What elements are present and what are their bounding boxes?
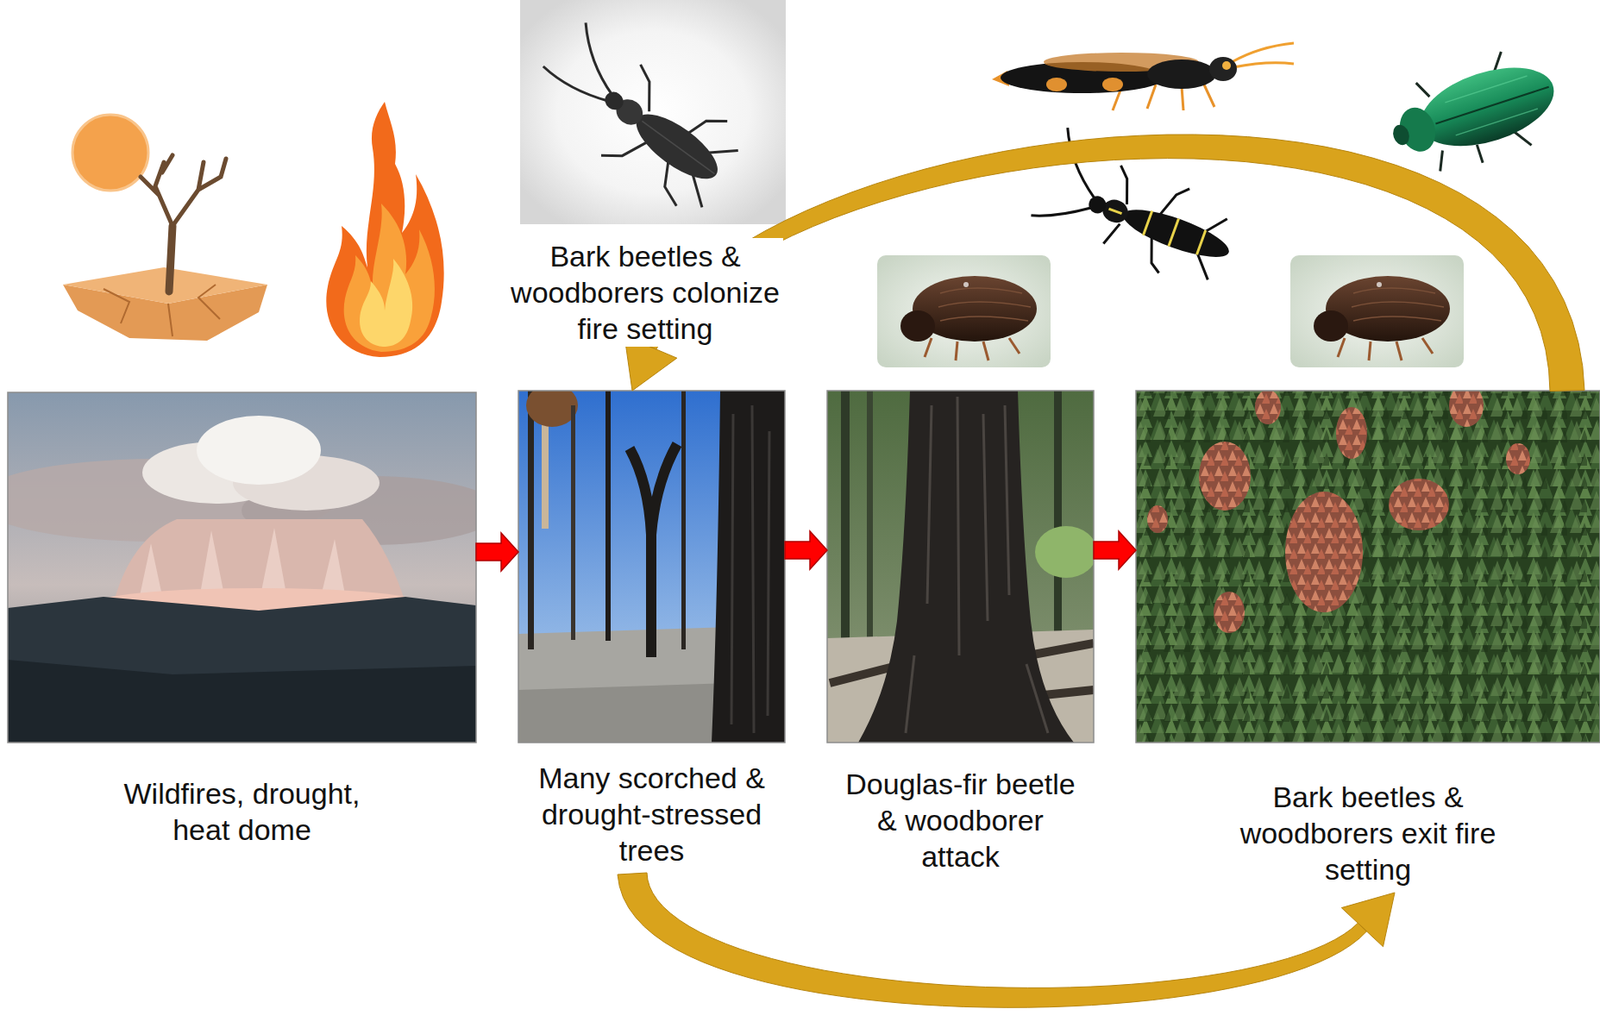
photo-panel: Wildfires, drought, heat dome — [7, 392, 477, 854]
beetle-attack-photo — [1035, 526, 1094, 578]
photo-space — [7, 392, 477, 776]
forest-aerial-photo — [1135, 390, 1600, 743]
bark-beetle-icon — [877, 255, 1464, 368]
flow-arrow — [784, 531, 828, 570]
woodwasp-icon — [1102, 77, 1124, 92]
banded-longhorn-icon — [1142, 209, 1207, 258]
photo-space — [827, 390, 1094, 766]
photo-frame — [7, 392, 477, 743]
forest-aerial-photo — [1505, 443, 1531, 475]
photo-space — [1135, 390, 1600, 779]
forest-aerial-photo — [1254, 390, 1281, 425]
photo-frame — [827, 390, 1094, 743]
longhorn-beetle-icon — [583, 60, 753, 222]
beetle-attack-photo — [905, 396, 1048, 734]
banded-longhorn-icon — [1118, 200, 1235, 266]
panel-caption: Many scorched & drought-stressed trees — [527, 759, 778, 874]
wildfire-photo — [7, 596, 477, 743]
bark-beetle-icon — [877, 255, 1051, 368]
jewel-beetle-icon — [1444, 75, 1538, 136]
forest-aerial-photo — [1213, 591, 1245, 634]
longhorn-beetle-icon — [542, 17, 639, 111]
burned-forest-photo — [518, 390, 785, 743]
drought-icon — [62, 114, 268, 341]
burned-forest-photo — [527, 390, 534, 650]
jewel-beetle-icon — [1379, 39, 1569, 187]
bark-beetle-icon — [900, 310, 935, 342]
burned-forest-photo — [629, 444, 678, 658]
forest-aerial-photo — [1135, 390, 1600, 743]
beetle-attack-photo — [866, 390, 873, 641]
cycle-arrow — [617, 872, 1395, 1008]
woodwasp-icon — [1222, 61, 1231, 70]
woodwasp-icon — [1046, 77, 1067, 92]
bark-beetle-icon — [938, 288, 1031, 321]
panel-caption: Wildfires, drought, heat dome — [112, 775, 372, 854]
drought-icon — [140, 155, 226, 226]
wildfire-photo — [7, 392, 477, 743]
panel-caption: Douglas-fir beetle & woodborer attack — [840, 765, 1082, 880]
photo-panel: Many scorched & drought-stressed trees — [518, 390, 785, 874]
longhorn-beetle-icon — [520, 0, 786, 225]
burned-forest-photo — [681, 390, 686, 650]
jewel-beetle-icon — [1390, 122, 1412, 147]
forest-aerial-photo — [1449, 390, 1484, 427]
forest-aerial-photo — [1147, 505, 1168, 534]
burned-forest-photo — [711, 390, 785, 743]
longhorn-beetle-icon — [520, 0, 786, 225]
burned-forest-photo — [526, 390, 578, 427]
fire-icon — [326, 101, 444, 358]
flow-arrow — [1093, 531, 1136, 570]
fire-icon — [359, 258, 413, 347]
jewel-beetle-icon — [1379, 39, 1569, 187]
photo-space — [518, 390, 785, 760]
woodwasp-icon — [1147, 59, 1217, 89]
longhorn-beetle-icon — [520, 14, 753, 221]
panel-caption: Bark beetles & woodborers exit fire sett… — [1234, 778, 1502, 893]
jewel-beetle-icon — [1411, 52, 1564, 162]
fire-icon — [344, 203, 435, 352]
woodwasp-icon — [991, 43, 1294, 111]
burned-forest-photo — [518, 390, 785, 743]
woodwasp-icon — [1209, 56, 1237, 82]
bark-beetle-icon — [1290, 255, 1464, 368]
beetle-attack-photo — [1054, 390, 1062, 641]
burned-forest-photo — [731, 405, 770, 734]
longhorn-beetle-icon — [641, 120, 715, 174]
longhorn-beetle-icon — [601, 87, 628, 113]
arrow-label: Bark beetles & woodborers colonize fire … — [507, 238, 784, 347]
bark-beetle-icon — [963, 282, 969, 288]
wildfire-photo — [196, 415, 321, 485]
burned-forest-photo — [570, 405, 576, 640]
drought-icon — [72, 114, 149, 191]
jewel-beetle-icon — [1435, 87, 1549, 125]
banded-longhorn-icon — [1091, 163, 1236, 290]
drought-icon — [103, 284, 220, 337]
woodwasp-icon — [1231, 43, 1294, 68]
forest-aerial-photo — [1388, 478, 1450, 531]
banded-longhorn-icon — [1108, 208, 1122, 214]
photo-panel: Douglas-fir beetle & woodborer attack — [827, 390, 1094, 880]
fire-icon — [326, 101, 444, 358]
forest-aerial-photo — [1285, 491, 1363, 613]
beetle-attack-photo — [840, 390, 850, 650]
banded-longhorn-icon — [1086, 194, 1110, 217]
drought-icon — [62, 267, 268, 304]
bark-beetle-icon — [877, 255, 1051, 368]
burned-forest-photo — [605, 390, 611, 641]
beetle-attack-photo — [858, 390, 1074, 743]
forest-aerial-photo — [1198, 441, 1251, 511]
beetle-attack-photo — [827, 390, 1094, 743]
flow-arrow — [476, 533, 519, 571]
drought-icon — [169, 225, 173, 292]
forest-aerial-photo — [1135, 390, 1600, 743]
photo-frame — [1135, 390, 1600, 743]
wildfire-photo — [7, 659, 477, 743]
wildfire-photo — [7, 392, 477, 743]
forest-aerial-photo — [1336, 407, 1368, 459]
photo-frame — [518, 390, 785, 743]
photo-panel: Bark beetles & woodborers exit fire sett… — [1135, 390, 1600, 893]
